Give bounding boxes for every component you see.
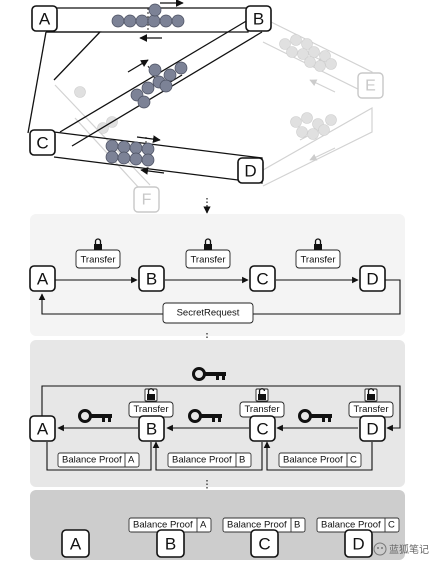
svg-text:Balance Proof: Balance Proof xyxy=(321,520,381,531)
svg-text:Transfer: Transfer xyxy=(190,255,225,266)
channel-a-c xyxy=(27,31,47,134)
panel3-node-b: B xyxy=(156,529,185,558)
node-f-ghost: F xyxy=(133,186,160,213)
svg-text:C: C xyxy=(258,535,270,554)
panel-transfer xyxy=(30,214,405,336)
watermark: 蓝狐笔记 xyxy=(373,542,429,556)
balance-proof-c: Balance Proof C xyxy=(278,452,362,468)
channel-c-d xyxy=(53,131,263,184)
svg-text:D: D xyxy=(366,420,378,439)
svg-text:Transfer: Transfer xyxy=(353,404,388,415)
transfer-unlocked-b: Transfer xyxy=(128,388,174,418)
balance-proof-a: Balance Proof A xyxy=(57,452,140,468)
panel2-node-a: A xyxy=(29,415,56,442)
transfer-unlocked-c: Transfer xyxy=(239,388,285,418)
panel1-node-a: A xyxy=(29,265,56,292)
final-balance-proof-c: Balance Proof C xyxy=(316,517,400,533)
transfer-label-a-b: Transfer xyxy=(75,238,121,269)
svg-text:Transfer: Transfer xyxy=(133,404,168,415)
panel1-node-b: B xyxy=(138,265,165,292)
svg-text:SecretRequest: SecretRequest xyxy=(177,308,240,319)
svg-text:B: B xyxy=(253,10,264,29)
node-e-ghost: E xyxy=(357,72,384,99)
ghost-channels xyxy=(54,17,373,201)
svg-text:C: C xyxy=(36,134,48,153)
svg-text:C: C xyxy=(388,520,395,531)
panel2-node-b: B xyxy=(138,415,165,442)
svg-text:A: A xyxy=(70,535,82,554)
svg-text:Transfer: Transfer xyxy=(80,255,115,266)
coins-channel-a-b xyxy=(111,3,185,28)
svg-text:Balance Proof: Balance Proof xyxy=(172,455,232,466)
svg-text:D: D xyxy=(366,270,378,289)
svg-text:F: F xyxy=(142,192,152,209)
transfer-label-b-c: Transfer xyxy=(185,238,231,269)
svg-text:Balance Proof: Balance Proof xyxy=(227,520,287,531)
node-b: B xyxy=(245,5,272,32)
svg-text:D: D xyxy=(352,535,364,554)
svg-text:B: B xyxy=(239,455,245,466)
final-balance-proof-a: Balance Proof A xyxy=(128,517,212,533)
channel-a-edge xyxy=(46,31,102,81)
panel3-node-a: A xyxy=(61,529,90,558)
panel3-node-d: D xyxy=(344,529,373,558)
svg-text:A: A xyxy=(200,520,207,531)
svg-text:蓝狐笔记: 蓝狐笔记 xyxy=(389,543,429,556)
svg-text:A: A xyxy=(37,420,49,439)
svg-text:B: B xyxy=(165,535,176,554)
secret-request-label: SecretRequest xyxy=(162,302,254,324)
svg-text:Balance Proof: Balance Proof xyxy=(133,520,193,531)
svg-text:B: B xyxy=(146,420,157,439)
svg-text:D: D xyxy=(244,162,256,181)
svg-text:A: A xyxy=(39,10,51,29)
svg-text:Transfer: Transfer xyxy=(244,404,279,415)
channel-network-3d: A B C D E F xyxy=(27,0,384,213)
panel-secret-reveal xyxy=(30,340,405,487)
coins-channel-c-d xyxy=(105,139,155,167)
svg-text:E: E xyxy=(365,78,376,95)
svg-text:B: B xyxy=(294,520,300,531)
panel3-node-c: C xyxy=(250,529,279,558)
panel-final-state xyxy=(30,490,405,560)
panel1-node-d: D xyxy=(359,265,386,292)
coins-channel-b-c xyxy=(130,61,188,109)
ghost-coins xyxy=(74,34,337,140)
panel1-node-c: C xyxy=(249,265,276,292)
svg-text:B: B xyxy=(146,270,157,289)
svg-text:C: C xyxy=(256,420,268,439)
svg-text:Balance Proof: Balance Proof xyxy=(62,455,122,466)
node-a: A xyxy=(31,5,58,32)
secret-flow xyxy=(41,385,401,471)
node-c: C xyxy=(29,129,56,156)
balance-proof-b: Balance Proof B xyxy=(167,452,252,468)
transfer-flow xyxy=(38,276,401,315)
svg-text:A: A xyxy=(37,270,49,289)
svg-text:A: A xyxy=(128,455,135,466)
svg-text:C: C xyxy=(350,455,357,466)
svg-text:Balance Proof: Balance Proof xyxy=(283,455,343,466)
node-d: D xyxy=(237,157,264,184)
transfer-label-c-d: Transfer xyxy=(295,238,341,269)
panel2-node-d: D xyxy=(359,415,386,442)
svg-text:C: C xyxy=(256,270,268,289)
svg-text:Transfer: Transfer xyxy=(300,255,335,266)
panel2-node-c: C xyxy=(249,415,276,442)
